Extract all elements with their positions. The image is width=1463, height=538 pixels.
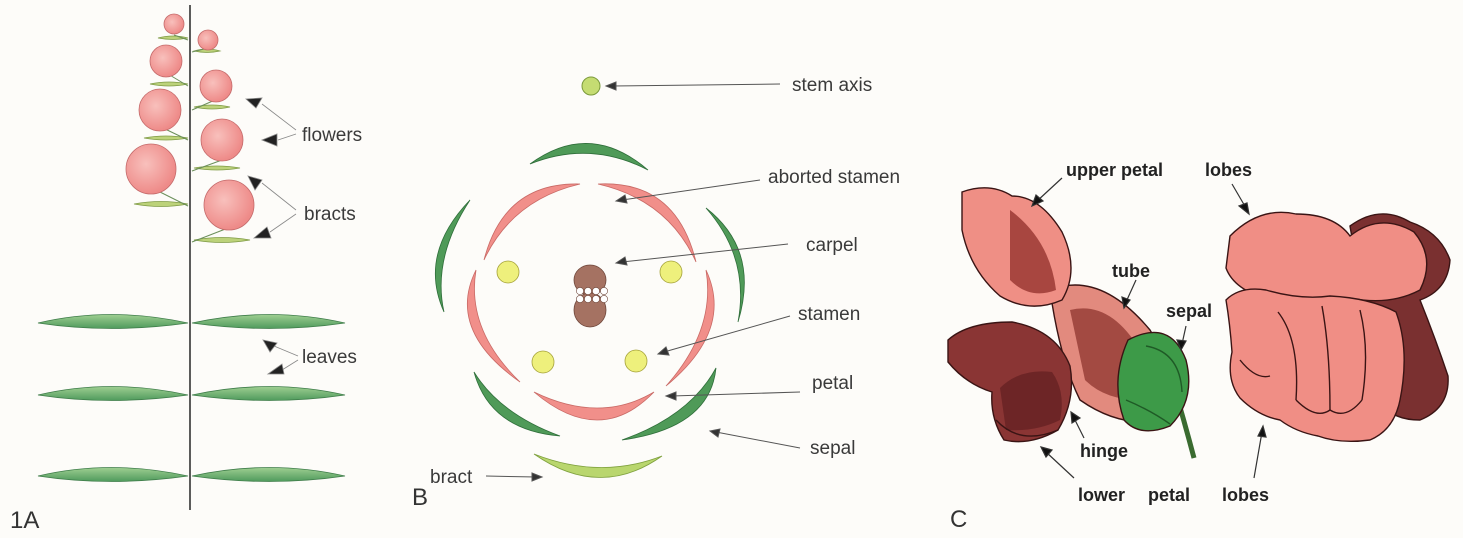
label-carpel: carpel [806,236,858,255]
stamen [532,351,554,373]
label-bract: bract [430,468,472,487]
label-upper-lobes: lobes [1205,161,1252,179]
flower-bud [200,70,232,102]
flower-bud [198,30,218,50]
panel-label-c: C [950,508,967,532]
floral-diagram-panel-b [435,77,800,481]
leaf [192,315,345,329]
petal [467,270,520,382]
carpel [574,265,608,327]
label-lower-lobes: lobes [1222,486,1269,504]
label-upper-petal: upper petal [1066,161,1163,179]
stamen [625,350,647,372]
label-lower: lower [1078,486,1125,504]
leaf [192,387,345,401]
flower-bud [150,45,182,77]
sepal [530,143,648,170]
panel-label-b: B [412,486,428,510]
stamen [497,261,519,283]
petal [598,184,696,262]
label-flowers: flowers [302,126,362,145]
flower-bud [126,144,176,194]
label-stamen: stamen [798,305,860,324]
flower-bud [204,180,254,230]
lower-lobes [1226,289,1404,441]
leaf [38,315,188,329]
flower-bud [201,119,243,161]
label-petal: petal [812,374,853,393]
panel-label-a: 1A [10,509,39,533]
leader-lines-b [486,82,800,481]
inflorescence-panel-a [38,5,345,510]
leaf [38,468,188,482]
label-aborted-stamen: aborted stamen [768,168,900,187]
pointer-arrows-a [246,98,298,374]
label-sepal: sepal [810,439,855,458]
leaf [38,387,188,401]
label-stem-axis: stem axis [792,76,872,95]
stem-axis-circle [582,77,600,95]
label-tube: tube [1112,262,1150,280]
bract [158,36,188,40]
label-bracts: bracts [304,205,356,224]
sepal [474,372,560,436]
label-hinge: hinge [1080,442,1128,460]
stamen [660,261,682,283]
petal [534,392,654,420]
flower-bud [139,89,181,131]
petal [484,184,580,260]
label-sepal-c: sepal [1166,302,1212,320]
flower-bud [164,14,184,34]
snapdragon-flowers-panel-c [948,178,1450,478]
sepal [435,200,470,312]
flower-front-view [1226,212,1450,441]
bract-crescent [534,454,662,478]
label-leaves: leaves [302,348,357,367]
petal [666,270,714,386]
label-petal-c: petal [1148,486,1190,504]
leaf [192,468,345,482]
leaves [38,315,345,482]
